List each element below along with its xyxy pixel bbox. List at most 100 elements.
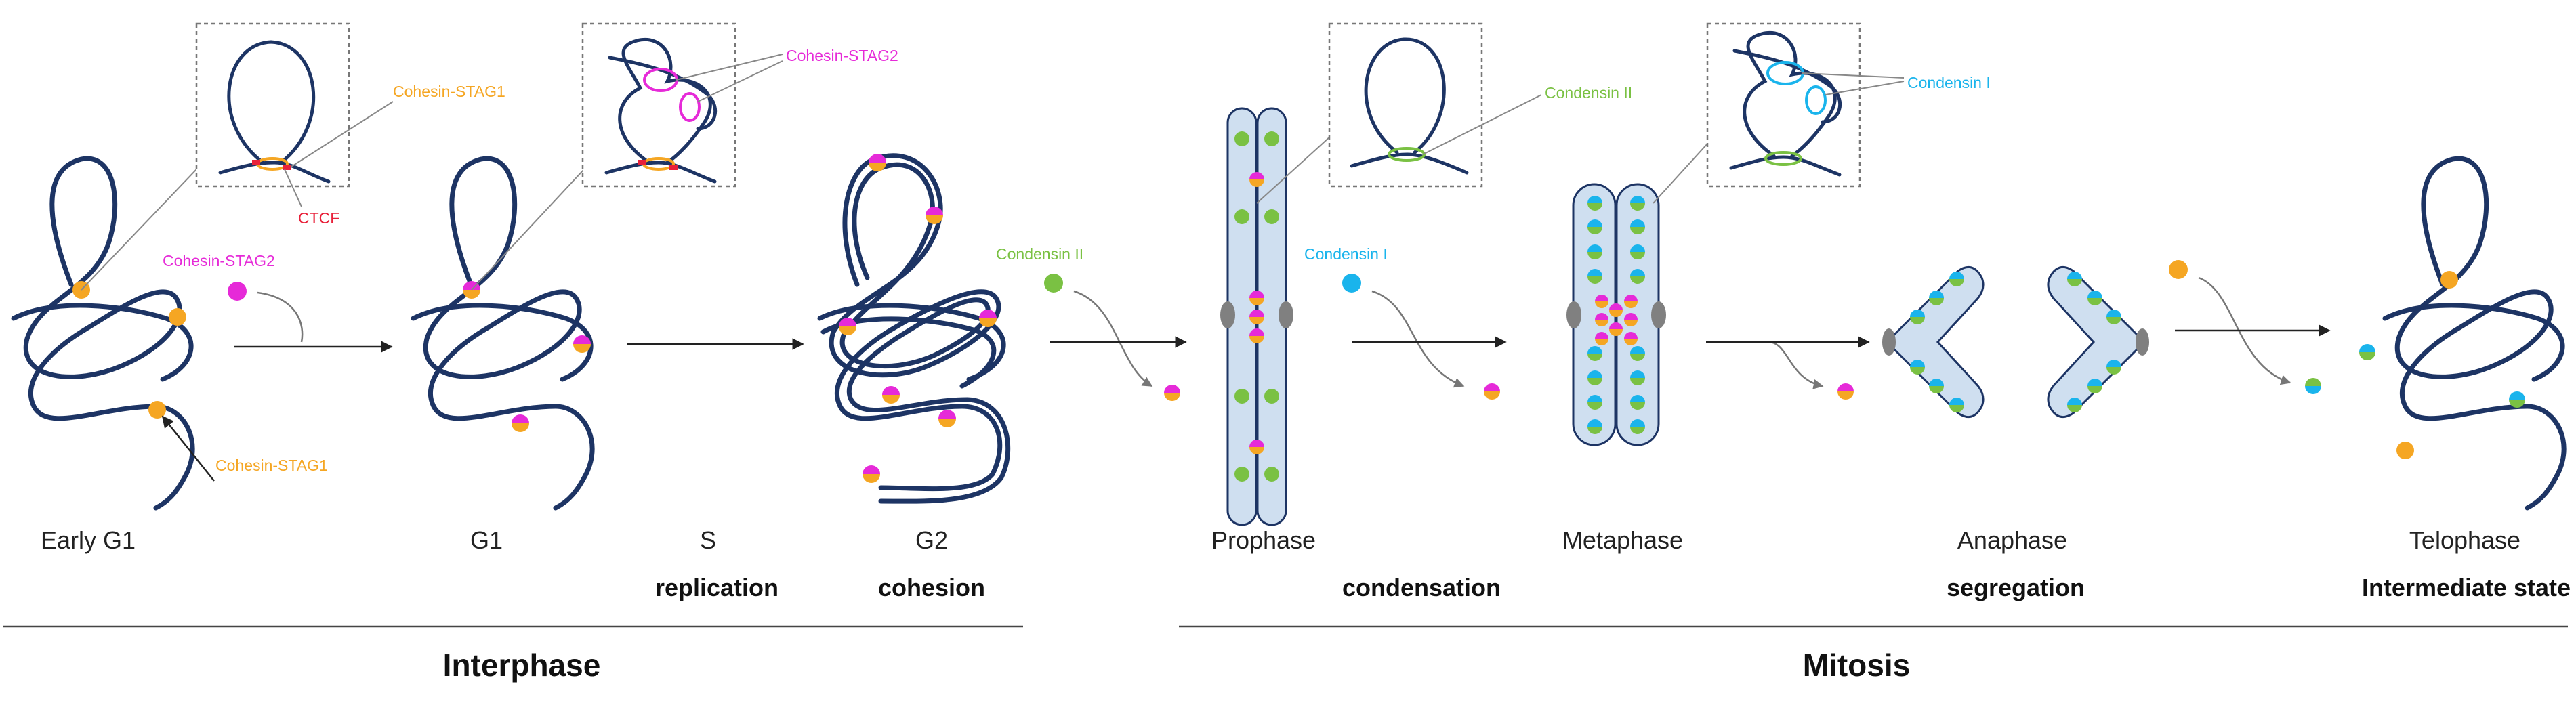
cohesin-stag2-bound-icon	[979, 310, 997, 327]
centromere-icon	[1651, 301, 1666, 328]
cohesin-bound-icon	[1609, 322, 1623, 336]
condensin-bound-icon	[1630, 244, 1645, 259]
cohesin-stag1-dot	[169, 308, 186, 326]
cohesin-bound-icon	[1595, 295, 1608, 308]
condensin-bound-icon	[2067, 398, 2082, 412]
condensin-bound-icon	[1587, 244, 1602, 259]
cohesin-stag1-dot	[148, 401, 166, 419]
cohesin-stag1-dot	[2396, 442, 2414, 459]
cohesin-stag2-bound-icon	[938, 410, 956, 427]
anaphase-right-chromatid	[2047, 265, 2146, 419]
cohesin-bound-icon	[1249, 440, 1264, 454]
anaphase-left-chromatid	[1885, 265, 1985, 419]
condensin-bound-icon	[1929, 379, 1944, 393]
condensin-bound-icon	[1587, 346, 1602, 361]
g1-chromatin	[411, 156, 595, 511]
g2-chromatin	[817, 153, 1011, 504]
process-segregation: segregation	[1947, 574, 2085, 601]
cohesin-stag2-bound-icon	[512, 414, 529, 432]
cohesin-stag1-label-inset: Cohesin-STAG1	[393, 83, 505, 100]
g1-cohesin-markers	[463, 281, 591, 432]
metaphase-chromosome	[1566, 183, 1666, 446]
condensin-ii-dot	[1234, 209, 1249, 224]
condensin-released-icon	[2305, 378, 2321, 394]
condensin-ii-dot	[1264, 389, 1279, 404]
condensin-i-label-loading: Condensin I	[1304, 245, 1388, 263]
metaphase-inset	[1706, 22, 1861, 188]
g2-cohesin-markers	[839, 154, 997, 483]
cohesin-stag1-dot	[2440, 271, 2458, 289]
condensin-bound-icon	[1587, 395, 1602, 410]
early-g1-chromatin	[11, 156, 195, 511]
anaphase-chromosomes	[1882, 265, 2149, 419]
condensin-ii-icon	[1044, 274, 1063, 293]
condensin-bound-icon	[1587, 419, 1602, 434]
ctcf-marker-icon	[252, 160, 260, 165]
cohesin-bound-icon	[1624, 295, 1638, 308]
condensin-ii-ring-icon	[1764, 151, 1802, 166]
centromere-icon	[1566, 301, 1581, 328]
condensin-bound-icon	[2087, 291, 2102, 305]
process-condensation: condensation	[1342, 574, 1501, 601]
condensin-bound-icon	[2509, 391, 2525, 408]
cohesin-stag2-bound-icon	[882, 386, 900, 404]
centromere-icon	[1220, 301, 1235, 328]
condensin-i-label-inset: Condensin I	[1907, 74, 1991, 91]
ctcf-label: CTCF	[298, 209, 339, 227]
cohesin-bound-icon	[1624, 332, 1638, 345]
prophase-condensin-ii-marks	[1234, 131, 1279, 482]
condensin-bound-icon	[1630, 419, 1645, 434]
centromere-icon	[1279, 301, 1293, 328]
cohesin-released-icon	[1484, 383, 1500, 400]
centromere-icon	[1882, 328, 1896, 356]
condensin-bound-icon	[1587, 219, 1602, 234]
cohesin-stag2-bound-icon	[926, 207, 943, 224]
condensin-bound-icon	[1587, 196, 1602, 211]
cohesin-stag2-bound-icon	[463, 281, 480, 299]
ctcf-marker-icon	[638, 160, 646, 165]
condensin-bound-icon	[1949, 398, 1964, 412]
cohesin-stag1-icon	[2169, 260, 2188, 279]
stage-g1: G1	[470, 526, 503, 554]
stage-metaphase: Metaphase	[1562, 526, 1683, 554]
condensin-ii-dot	[1264, 467, 1279, 482]
cohesin-bound-icon	[1624, 313, 1638, 326]
condensin-bound-icon	[1630, 346, 1645, 361]
prophase-chromosome	[1220, 107, 1293, 526]
g1-inset	[581, 22, 736, 188]
condensin-bound-icon	[1587, 370, 1602, 385]
stage-s: S	[700, 526, 716, 554]
condensin-bound-icon	[2067, 272, 2082, 286]
condensin-bound-icon	[1630, 196, 1645, 211]
condensin-bound-icon	[1929, 291, 1944, 305]
condensin-bound-icon	[2106, 310, 2121, 324]
process-replication: replication	[655, 574, 778, 601]
cohesin-stag2-bound-icon	[573, 335, 591, 353]
condensin-bound-icon	[1910, 360, 1925, 375]
condensin-bound-icon	[1910, 310, 1925, 324]
cohesin-bound-icon	[1249, 172, 1264, 187]
telophase-markers	[2359, 271, 2525, 459]
process-intermediate-state: Intermediate state	[2362, 574, 2571, 601]
condensin-bound-icon	[1949, 272, 1964, 286]
condensin-bound-icon	[2106, 360, 2121, 375]
condensin-bound-icon	[2087, 379, 2102, 393]
condensin-ii-dot	[1264, 131, 1279, 146]
cohesin-stag1-label-lower: Cohesin-STAG1	[215, 456, 328, 474]
condensin-ii-dot	[1234, 389, 1249, 404]
condensin-ii-dot	[1264, 209, 1279, 224]
prophase-inset	[1328, 22, 1483, 188]
telophase-chromatin	[2382, 156, 2567, 511]
cohesin-bound-icon	[1249, 291, 1264, 305]
stage-prophase: Prophase	[1211, 526, 1316, 554]
cohesin-bound-icon	[1595, 332, 1608, 345]
cohesin-bound-icon	[1249, 328, 1264, 343]
ctcf-marker-icon	[669, 165, 678, 170]
metaphase-condensin-marks	[1587, 196, 1645, 434]
cohesin-stag2-label-loading: Cohesin-STAG2	[163, 252, 275, 270]
cohesin-bound-icon	[1595, 313, 1608, 326]
cohesin-released-icon	[1837, 383, 1854, 400]
condensin-i-icon	[1342, 274, 1361, 293]
anaphase-condensin-marks	[1910, 272, 2121, 412]
